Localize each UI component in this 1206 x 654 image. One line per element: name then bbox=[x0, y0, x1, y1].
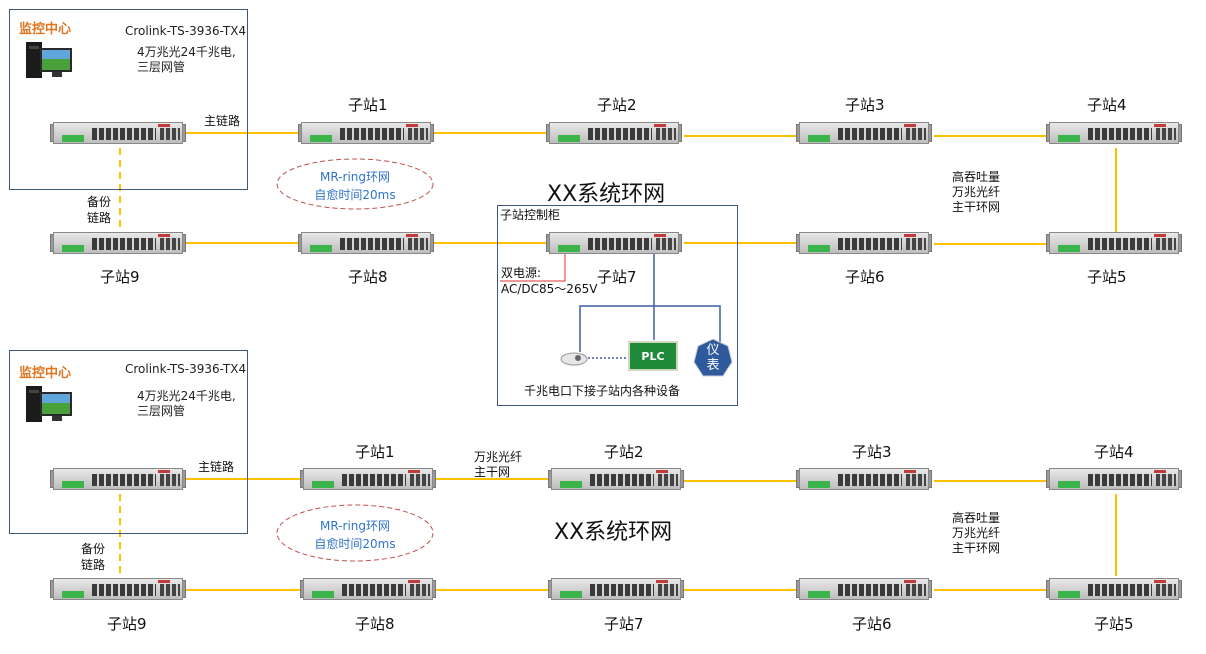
backbone-line1-top: 高吞吐量 bbox=[952, 170, 1001, 184]
monitor-model-bottom: Crolink-TS-3936-TX4 bbox=[125, 362, 247, 376]
backbone-line2-top: 万兆光纤 bbox=[952, 185, 1001, 199]
switch-station9-bottom bbox=[50, 576, 186, 602]
station-label-9-top: 子站9 bbox=[100, 268, 140, 286]
backup-link-label2-bottom: 链路 bbox=[81, 558, 106, 572]
backbone-line3-top: 主干环网 bbox=[952, 200, 1001, 214]
station-label-2-bottom: 子站2 bbox=[604, 443, 644, 461]
power-label-line2: AC/DC85～265V bbox=[501, 282, 598, 296]
switch-station1-bottom bbox=[300, 466, 436, 492]
monitor-desc-line2-bottom: 三层网管 bbox=[137, 404, 186, 418]
backbone-label-bottom: 高吞吐量 万兆光纤 主干环网 bbox=[952, 511, 1000, 556]
ring-label-bottom: MR-ring环网 自愈时间20ms bbox=[290, 517, 420, 553]
backbone-line3-bottom: 主干环网 bbox=[952, 541, 1001, 555]
station-label-2-top: 子站2 bbox=[597, 96, 637, 114]
device-line-bracket bbox=[579, 305, 721, 352]
station-label-7-bottom: 子站7 bbox=[604, 615, 644, 633]
plc-device-icon: PLC bbox=[628, 341, 678, 371]
power-label-line1: 双电源: bbox=[501, 266, 542, 280]
switch-station3-top bbox=[796, 120, 932, 146]
monitor-model-top: Crolink-TS-3936-TX4 bbox=[125, 24, 247, 38]
switch-station4-bottom bbox=[1046, 466, 1182, 492]
cabinet-note: 千兆电口下接子站内各种设备 bbox=[524, 384, 681, 398]
station-label-3-bottom: 子站3 bbox=[852, 443, 892, 461]
monitor-center-title-top: 监控中心 bbox=[19, 22, 72, 37]
station-label-8-bottom: 子站8 bbox=[355, 615, 395, 633]
ring-label-line1-bottom: MR-ring环网 bbox=[319, 519, 391, 533]
ring-ellipse-bottom bbox=[276, 504, 434, 562]
camera-icon bbox=[560, 352, 588, 366]
backup-link-label1-top: 备份 bbox=[87, 195, 112, 209]
switch-station7-top bbox=[546, 230, 682, 256]
instrument-meter-icon: 仪表 bbox=[693, 338, 733, 378]
backbone-line2-bottom: 万兆光纤 bbox=[952, 526, 1001, 540]
backup-link-label1-bottom: 备份 bbox=[81, 542, 106, 556]
station-label-6-bottom: 子站6 bbox=[852, 615, 892, 633]
ring-title-top: XX系统环网 bbox=[547, 182, 666, 207]
monitor-desc-line1-top: 4万兆光24千兆电, bbox=[137, 45, 236, 59]
switch-station5-bottom bbox=[1046, 576, 1182, 602]
ring-title-bottom: XX系统环网 bbox=[554, 520, 673, 545]
station-label-4-bottom: 子站4 bbox=[1094, 443, 1134, 461]
station-label-1-top: 子站1 bbox=[348, 96, 388, 114]
switch-monitor-top bbox=[50, 120, 186, 146]
fiber-label-bottom: 万兆光纤 主干网 bbox=[474, 450, 522, 480]
ring-label-line2-top: 自愈时间20ms bbox=[314, 188, 396, 202]
ring-label-line1-top: MR-ring环网 bbox=[319, 170, 391, 184]
monitor-desc-line2-top: 三层网管 bbox=[137, 60, 186, 74]
switch-station6-top bbox=[796, 230, 932, 256]
power-line bbox=[500, 250, 566, 282]
switch-station7-bottom bbox=[548, 576, 684, 602]
fiber-line1-bottom: 万兆光纤 bbox=[474, 450, 523, 464]
switch-station9-top bbox=[50, 230, 186, 256]
station-label-6-top: 子站6 bbox=[845, 268, 885, 286]
switch-monitor-bottom bbox=[50, 466, 186, 492]
station-label-8-top: 子站8 bbox=[348, 268, 388, 286]
station-label-9-bottom: 子站9 bbox=[107, 615, 147, 633]
station-label-5-top: 子站5 bbox=[1087, 268, 1127, 286]
switch-station8-top bbox=[298, 230, 434, 256]
meter-label-line2: 表 bbox=[706, 358, 720, 373]
cabinet-title: 子站控制柜 bbox=[500, 208, 561, 222]
backbone-label-top: 高吞吐量 万兆光纤 主干环网 bbox=[952, 170, 1000, 215]
station-label-5-bottom: 子站5 bbox=[1094, 615, 1134, 633]
main-link-label-bottom: 主链路 bbox=[198, 460, 235, 474]
main-link-label-top: 主链路 bbox=[204, 114, 241, 128]
switch-station2-top bbox=[546, 120, 682, 146]
switch-station2-bottom bbox=[548, 466, 684, 492]
desktop-computer-icon bbox=[26, 386, 72, 422]
monitor-desc-line1-bottom: 4万兆光24千兆电, bbox=[137, 389, 236, 403]
monitor-center-title-bottom: 监控中心 bbox=[19, 366, 72, 381]
cabinet-box bbox=[497, 205, 738, 406]
backup-link-label2-top: 链路 bbox=[87, 211, 112, 225]
monitor-center-box-bottom bbox=[9, 350, 248, 534]
monitor-center-box-top bbox=[9, 9, 248, 190]
switch-station5-top bbox=[1046, 230, 1182, 256]
station-label-7-top: 子站7 bbox=[597, 268, 637, 286]
ring-label-top: MR-ring环网 自愈时间20ms bbox=[290, 168, 420, 204]
desktop-computer-icon bbox=[26, 42, 72, 78]
station-label-4-top: 子站4 bbox=[1087, 96, 1127, 114]
backbone-line1-bottom: 高吞吐量 bbox=[952, 511, 1001, 525]
fiber-line2-bottom: 主干网 bbox=[474, 465, 511, 479]
switch-station6-bottom bbox=[796, 576, 932, 602]
station-label-1-bottom: 子站1 bbox=[355, 443, 395, 461]
ring-label-line2-bottom: 自愈时间20ms bbox=[314, 537, 396, 551]
station-label-3-top: 子站3 bbox=[845, 96, 885, 114]
meter-label-line1: 仪 bbox=[706, 343, 720, 358]
switch-station3-bottom bbox=[796, 466, 932, 492]
switch-station8-bottom bbox=[300, 576, 436, 602]
ring-ellipse-top bbox=[276, 158, 434, 210]
switch-station1-top bbox=[298, 120, 434, 146]
switch-station4-top bbox=[1046, 120, 1182, 146]
